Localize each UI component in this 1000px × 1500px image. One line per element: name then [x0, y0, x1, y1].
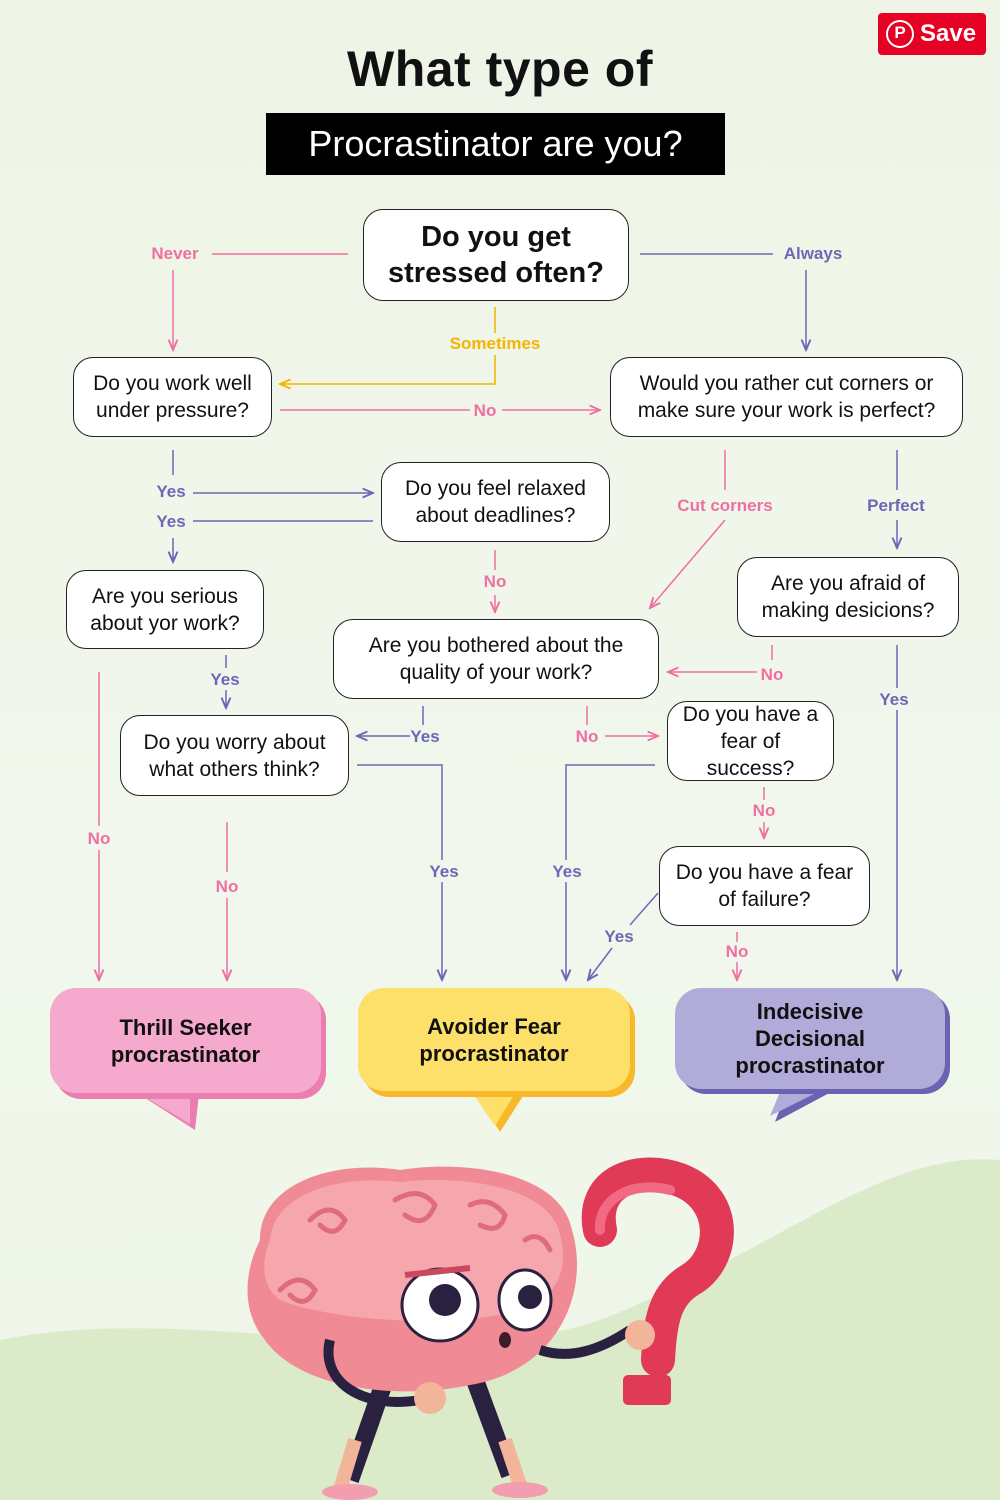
label-yes: Yes [210, 670, 240, 689]
question-stressed: Do you get stressed often? [363, 209, 629, 301]
label-always: Always [783, 244, 843, 263]
label-yes: Yes [879, 690, 909, 709]
result-thrill-seeker-text: Thrill Seeker procrastinator [110, 1014, 261, 1067]
label-yes: Yes [552, 862, 582, 881]
page-title: What type of [347, 41, 653, 97]
label-no: No [760, 665, 784, 684]
save-button[interactable]: P Save [878, 13, 986, 55]
pinterest-icon: P [886, 20, 914, 48]
question-serious: Are you serious about yor work? [66, 570, 264, 649]
label-no: No [575, 727, 599, 746]
question-fear-failure: Do you have a fear of failure? [659, 846, 870, 926]
label-no: No [473, 401, 497, 420]
page-subtitle: Procrastinator are you? [266, 113, 725, 175]
result-indecisive-text: Indecisive Decisional procrastinator [735, 999, 885, 1078]
label-no: No [483, 572, 507, 591]
question-fear-success: Do you have a fear of success? [667, 701, 834, 781]
label-no: No [752, 801, 776, 820]
label-yes: Yes [604, 927, 634, 946]
label-no: No [215, 877, 239, 896]
label-yes: Yes [156, 482, 186, 501]
save-label: Save [920, 20, 977, 47]
label-yes: Yes [156, 512, 186, 531]
result-thrill-seeker: Thrill Seeker procrastinator [50, 988, 321, 1093]
result-avoider: Avoider Fear procrastinator [358, 988, 630, 1091]
question-pressure: Do you work well under pressure? [73, 357, 272, 437]
question-cut-corners: Would you rather cut corners or make sur… [610, 357, 963, 437]
label-yes: Yes [410, 727, 440, 746]
question-bothered: Are you bothered about the quality of yo… [333, 619, 659, 699]
question-relaxed: Do you feel relaxed about deadlines? [381, 462, 610, 542]
label-yes: Yes [429, 862, 459, 881]
result-avoider-text: Avoider Fear procrastinator [419, 1013, 569, 1066]
question-worry: Do you worry about what others think? [120, 715, 349, 796]
result-indecisive: Indecisive Decisional procrastinator [675, 988, 945, 1089]
label-never: Never [151, 244, 199, 263]
label-perfect: Perfect [867, 496, 925, 515]
label-cut-corners: Cut corners [677, 496, 773, 515]
label-no: No [87, 829, 111, 848]
question-afraid: Are you afraid of making desicions? [737, 557, 959, 637]
label-no: No [725, 942, 749, 961]
label-sometimes: Sometimes [449, 334, 541, 353]
